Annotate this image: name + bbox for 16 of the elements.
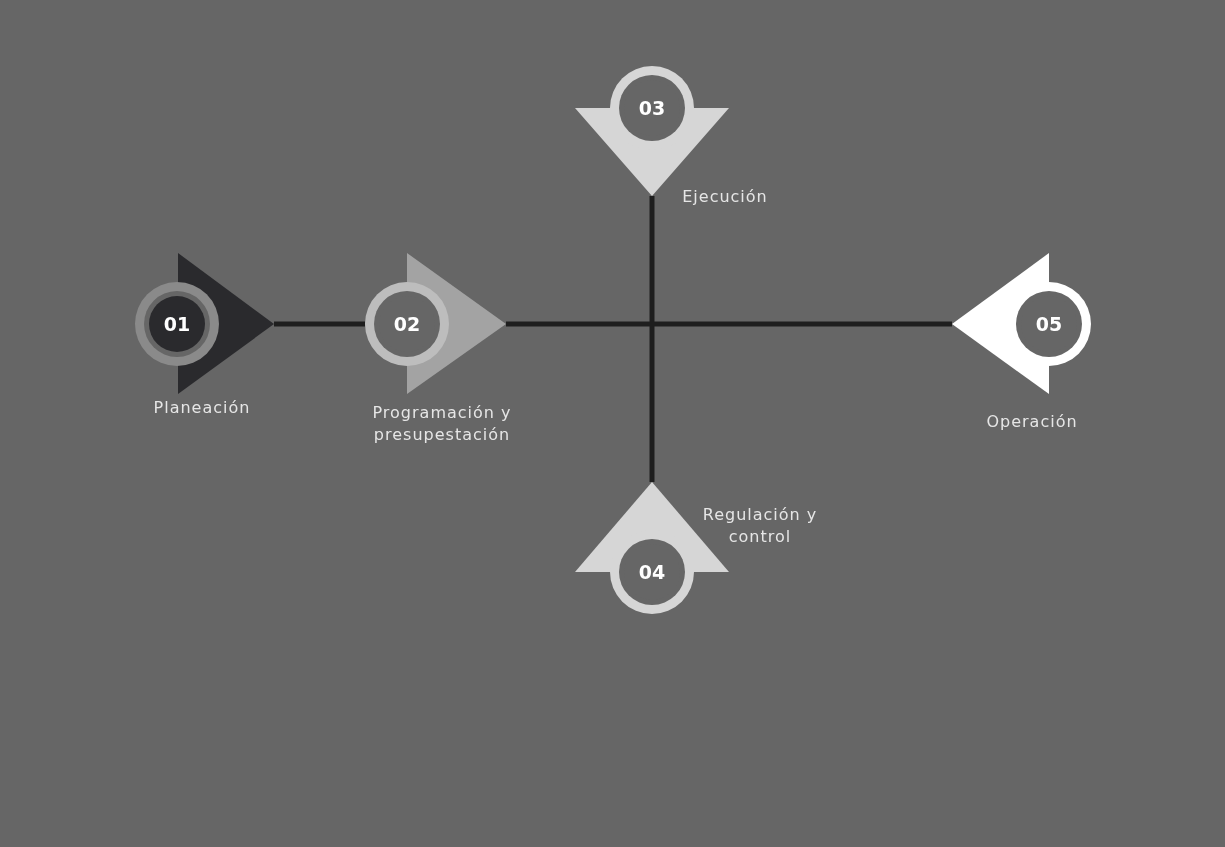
step-marker	[952, 253, 1093, 394]
connector-line	[506, 321, 952, 327]
step-number: 03	[638, 98, 666, 118]
step-number: 04	[638, 562, 666, 582]
step-marker	[363, 253, 506, 394]
step-number: 05	[1035, 314, 1063, 334]
step-marker	[133, 253, 274, 394]
connector-line	[649, 196, 655, 482]
step-label: Operación	[985, 411, 1079, 433]
connector-line	[274, 321, 365, 327]
step-label: Programación y presupestación	[371, 402, 513, 446]
step-number: 01	[163, 314, 191, 334]
step-label: Planeación	[152, 397, 252, 419]
step-label: Ejecución	[681, 186, 769, 208]
step-label: Regulación y control	[701, 504, 819, 548]
step-number: 02	[393, 314, 421, 334]
